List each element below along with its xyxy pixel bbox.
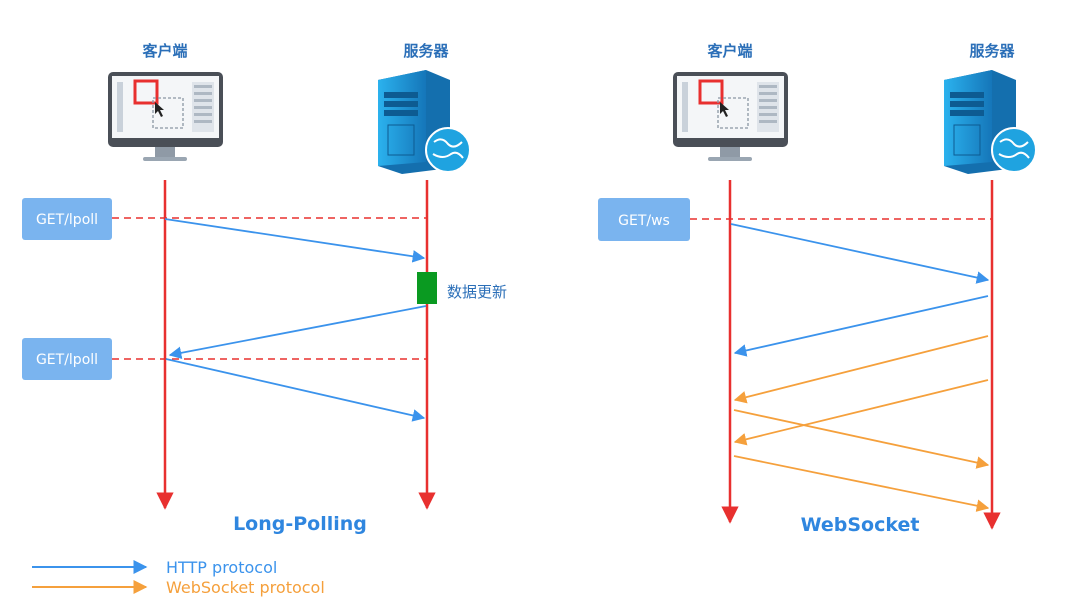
websocket-arrow <box>733 335 989 404</box>
legend-label-http: HTTP protocol <box>166 558 277 577</box>
client-monitor-icon <box>673 72 788 161</box>
data-update-label: 数据更新 <box>447 283 507 301</box>
http-arrow <box>168 305 427 360</box>
http-arrow <box>164 218 426 263</box>
http-arrow <box>730 223 990 284</box>
lp-request-box-2 <box>22 338 112 380</box>
http-arrow <box>733 295 989 357</box>
lp-client-label: 客户端 <box>141 42 187 60</box>
lp-request-label-1: GET/lpoll <box>36 212 98 228</box>
http-arrow <box>165 358 426 422</box>
legend: HTTP protocol WebSocket protocol <box>32 558 325 597</box>
ws-request-box <box>598 198 690 241</box>
lp-request-box-1 <box>22 198 112 240</box>
ws-request-label: GET/ws <box>618 213 670 229</box>
legend-item-http: HTTP protocol <box>32 558 277 577</box>
server-icon <box>378 70 471 174</box>
data-update-block <box>417 272 437 304</box>
ws-client-label: 客户端 <box>706 42 752 60</box>
websocket-title: WebSocket <box>801 514 920 536</box>
lp-request-label-2: GET/lpoll <box>36 352 98 368</box>
client-monitor-icon <box>108 72 223 161</box>
server-icon <box>944 70 1037 174</box>
websocket-panel: 客户端 服务器 <box>598 42 1037 536</box>
long-polling-title: Long-Polling <box>233 513 367 535</box>
long-polling-panel: 客户端 服务器 <box>22 42 507 535</box>
lp-server-label: 服务器 <box>403 42 449 60</box>
legend-item-websocket: WebSocket protocol <box>32 578 325 597</box>
websocket-arrow <box>733 455 990 512</box>
websocket-arrow <box>733 409 990 469</box>
legend-label-websocket: WebSocket protocol <box>166 578 325 597</box>
globe-icon <box>425 127 471 173</box>
websocket-arrow <box>733 379 989 446</box>
globe-icon <box>991 127 1037 173</box>
ws-server-label: 服务器 <box>969 42 1015 60</box>
